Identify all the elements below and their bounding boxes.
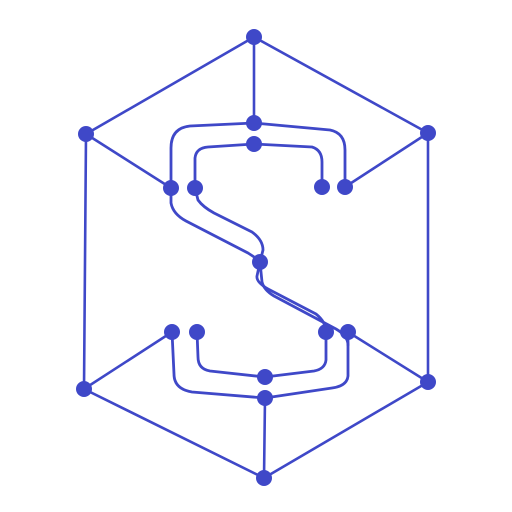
circuit-nodes [76, 29, 436, 486]
hexagon-edge [252, 35, 430, 135]
spoke-line [82, 330, 174, 391]
node-dot [246, 29, 262, 45]
spoke-line [343, 131, 430, 189]
spoke-line [346, 330, 430, 384]
s-trace-outer-top [169, 121, 347, 190]
hexagon-edge [84, 35, 256, 136]
node-dot [420, 125, 436, 141]
node-dot [76, 381, 92, 397]
hexagon-edge [82, 387, 266, 480]
node-dot [318, 324, 334, 340]
node-dot [163, 180, 179, 196]
node-dot [257, 390, 273, 406]
hexagon-edge [262, 380, 430, 480]
node-dot [256, 470, 272, 486]
node-dot [78, 126, 94, 142]
node-dot [246, 136, 262, 152]
node-dot [164, 324, 180, 340]
inner-spokes [82, 35, 430, 480]
node-dot [337, 179, 353, 195]
spoke-line [84, 132, 173, 190]
node-dot [252, 254, 268, 270]
node-dot [257, 369, 273, 385]
node-dot [314, 179, 330, 195]
node-dot [420, 374, 436, 390]
node-dot [189, 324, 205, 340]
hexagon-frame [82, 35, 430, 480]
node-dot [340, 324, 356, 340]
spoke-line [262, 396, 267, 480]
hexagon-edge [82, 132, 88, 391]
node-dot [246, 115, 262, 131]
node-dot [187, 180, 203, 196]
